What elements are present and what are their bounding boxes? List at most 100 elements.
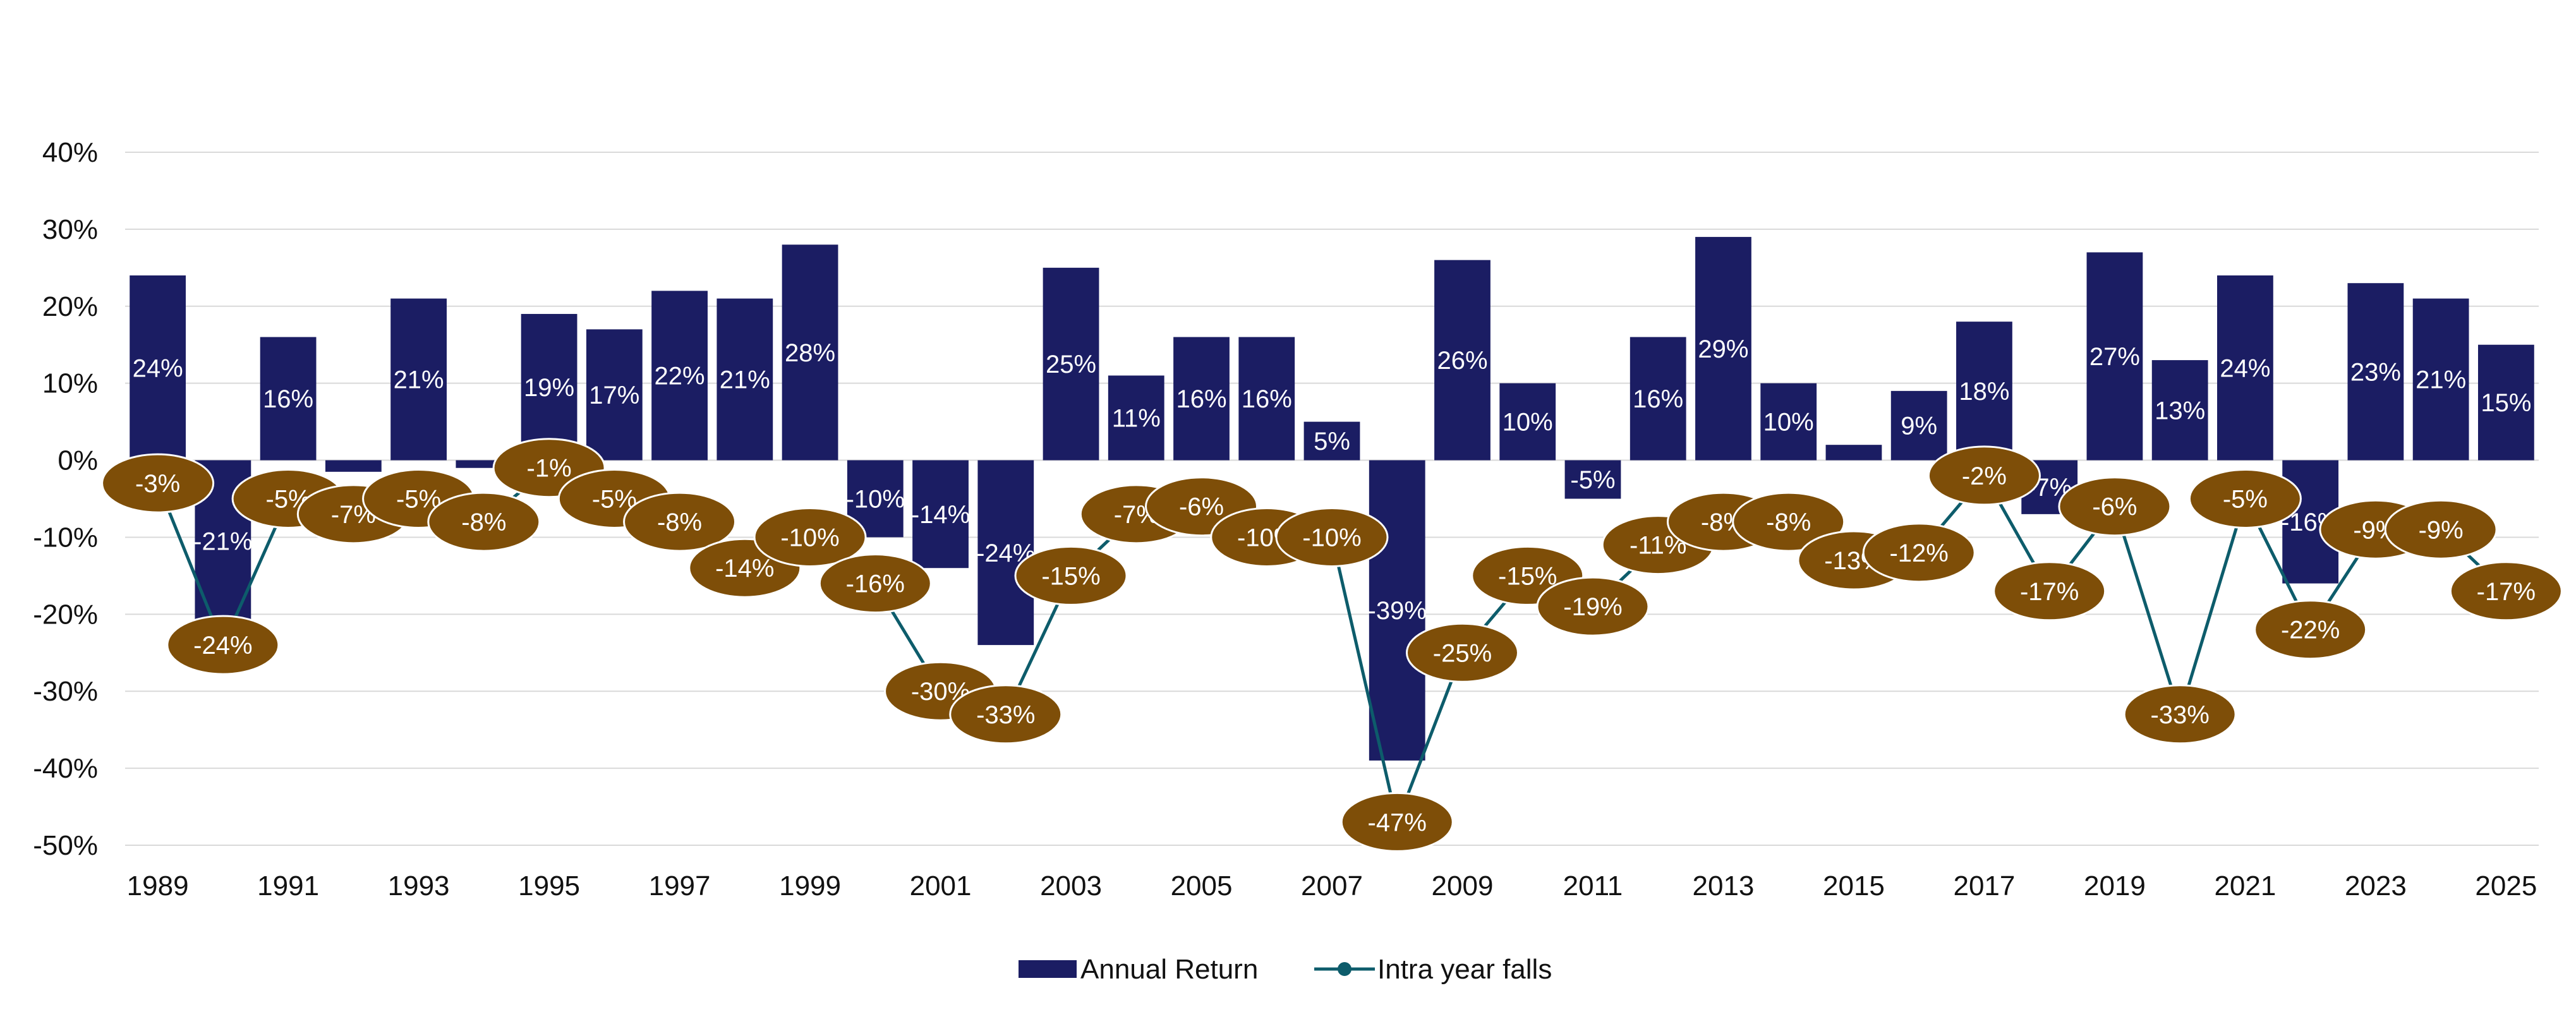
intra-year-fall-label: -9% xyxy=(2419,516,2464,544)
intra-year-fall-label: -6% xyxy=(2092,493,2137,521)
intra-year-fall-marker xyxy=(1014,545,1128,606)
bar-value-label: 26% xyxy=(1437,347,1487,375)
intra-year-fall-marker xyxy=(1927,445,2041,506)
annual-return-bar xyxy=(586,329,643,461)
intra-year-fall-marker xyxy=(1405,622,1519,683)
annual-return-bar xyxy=(912,460,969,569)
intra-year-fall-marker xyxy=(1993,561,2107,622)
bar-value-label: 22% xyxy=(655,362,705,390)
annual-return-bar xyxy=(325,460,382,472)
y-tick-label: -30% xyxy=(33,676,98,707)
intra-year-fall-marker xyxy=(427,491,541,552)
y-tick-label: 40% xyxy=(42,137,98,168)
annual-return-bar xyxy=(1890,390,1947,461)
bar-value-label: 5% xyxy=(1314,428,1350,455)
bar-value-label: 24% xyxy=(133,354,183,382)
intra-year-falls-markers: -3%-24%-5%-7%-5%-8%-1%-5%-8%-14%-10%-16%… xyxy=(101,438,2563,852)
x-tick-label: 1997 xyxy=(649,870,711,901)
intra-year-fall-label: -19% xyxy=(1563,593,1622,621)
x-tick-label: 1995 xyxy=(518,870,580,901)
intra-year-fall-marker xyxy=(166,615,280,675)
x-tick-label: 2003 xyxy=(1040,870,1102,901)
intra-year-fall-marker xyxy=(1340,792,1454,852)
annual-return-bar xyxy=(1303,421,1360,461)
y-tick-label: -50% xyxy=(33,830,98,861)
annual-return-bar xyxy=(1956,322,2012,461)
x-tick-label: 2019 xyxy=(2084,870,2146,901)
intra-year-fall-label: -25% xyxy=(1433,639,1492,667)
x-tick-label: 2001 xyxy=(910,870,972,901)
x-tick-label: 2005 xyxy=(1171,870,1233,901)
annual-return-bar xyxy=(130,275,186,461)
y-tick-label: 30% xyxy=(42,214,98,245)
x-tick-label: 1999 xyxy=(779,870,841,901)
annual-return-bar xyxy=(2477,344,2534,461)
intra-year-fall-marker xyxy=(1732,491,1846,552)
annual-return-bar xyxy=(260,337,317,461)
x-tick-label: 2025 xyxy=(2475,870,2537,901)
bar-value-label: 10% xyxy=(1503,409,1553,437)
bar-value-label: -10% xyxy=(846,486,905,514)
bar-value-label: 24% xyxy=(2220,354,2270,382)
y-axis-ticks: 40%30%20%10%0%-10%-20%-30%-40%-50% xyxy=(33,137,98,861)
legend-line-marker xyxy=(1338,962,1351,976)
legend-bar-swatch xyxy=(1019,960,1077,978)
intra-year-fall-label: -24% xyxy=(193,632,252,660)
intra-year-fall-marker xyxy=(818,553,932,614)
annual-return-bar xyxy=(782,244,838,461)
annual-return-bar xyxy=(1499,383,1556,461)
intra-year-fall-label: -15% xyxy=(1041,562,1100,590)
bar-value-label: -14% xyxy=(911,501,970,529)
annual-return-bar xyxy=(2217,275,2273,461)
intra-year-fall-label: -33% xyxy=(976,701,1035,729)
y-tick-label: -40% xyxy=(33,753,98,784)
bar-value-label: -21% xyxy=(193,528,252,556)
intra-year-fall-label: -22% xyxy=(2281,617,2340,644)
y-tick-label: 0% xyxy=(57,445,98,476)
y-tick-label: 20% xyxy=(42,291,98,322)
bar-value-label: 9% xyxy=(1901,413,1937,440)
bar-value-label: 16% xyxy=(263,385,313,413)
intra-year-fall-marker xyxy=(2188,469,2302,529)
intra-year-fall-marker xyxy=(2123,684,2237,745)
bar-value-label: 17% xyxy=(589,382,639,409)
bar-value-label: 23% xyxy=(2350,358,2401,386)
intra-year-fall-marker xyxy=(1275,507,1389,567)
annual-return-bar xyxy=(1238,337,1295,461)
intra-year-fall-label: -10% xyxy=(780,524,839,551)
intra-year-fall-marker xyxy=(2058,476,2172,537)
y-tick-label: 10% xyxy=(42,368,98,399)
annual-return-bar xyxy=(390,298,447,461)
bar-value-label: 16% xyxy=(1242,385,1292,413)
bar-value-label: 28% xyxy=(785,339,835,367)
x-tick-label: 2023 xyxy=(2345,870,2407,901)
intra-year-fall-label: -6% xyxy=(1179,493,1224,521)
bar-value-label: 21% xyxy=(2416,366,2466,394)
intra-year-fall-label: -1% xyxy=(527,455,572,483)
x-tick-label: 1989 xyxy=(127,870,189,901)
x-tick-label: 2013 xyxy=(1693,870,1755,901)
intra-year-fall-marker xyxy=(623,491,737,552)
intra-year-fall-label: -12% xyxy=(1889,539,1948,567)
annual-return-bar xyxy=(1630,337,1686,461)
bar-value-label: -5% xyxy=(1570,466,1615,494)
annual-return-bar xyxy=(651,291,708,461)
intra-year-fall-label: -47% xyxy=(1368,809,1427,836)
intra-year-fall-label: -15% xyxy=(1498,562,1557,590)
bar-value-label: 27% xyxy=(2089,343,2140,371)
annual-return-bar xyxy=(2412,298,2469,461)
bar-value-label: 18% xyxy=(1959,378,2009,406)
annual-return-bar xyxy=(521,313,577,461)
bar-value-label: 19% xyxy=(524,374,574,402)
x-tick-label: 2011 xyxy=(1563,870,1623,901)
intra-year-fall-marker xyxy=(753,507,867,567)
intra-year-fall-marker xyxy=(1862,522,1976,583)
intra-year-fall-label: -17% xyxy=(2477,578,2536,606)
x-tick-label: 2015 xyxy=(1823,870,1885,901)
bar-value-label: 11% xyxy=(1112,405,1161,433)
intra-year-fall-marker xyxy=(949,684,1063,745)
intra-year-fall-label: -14% xyxy=(715,555,774,582)
intra-year-fall-label: -33% xyxy=(2150,701,2209,729)
